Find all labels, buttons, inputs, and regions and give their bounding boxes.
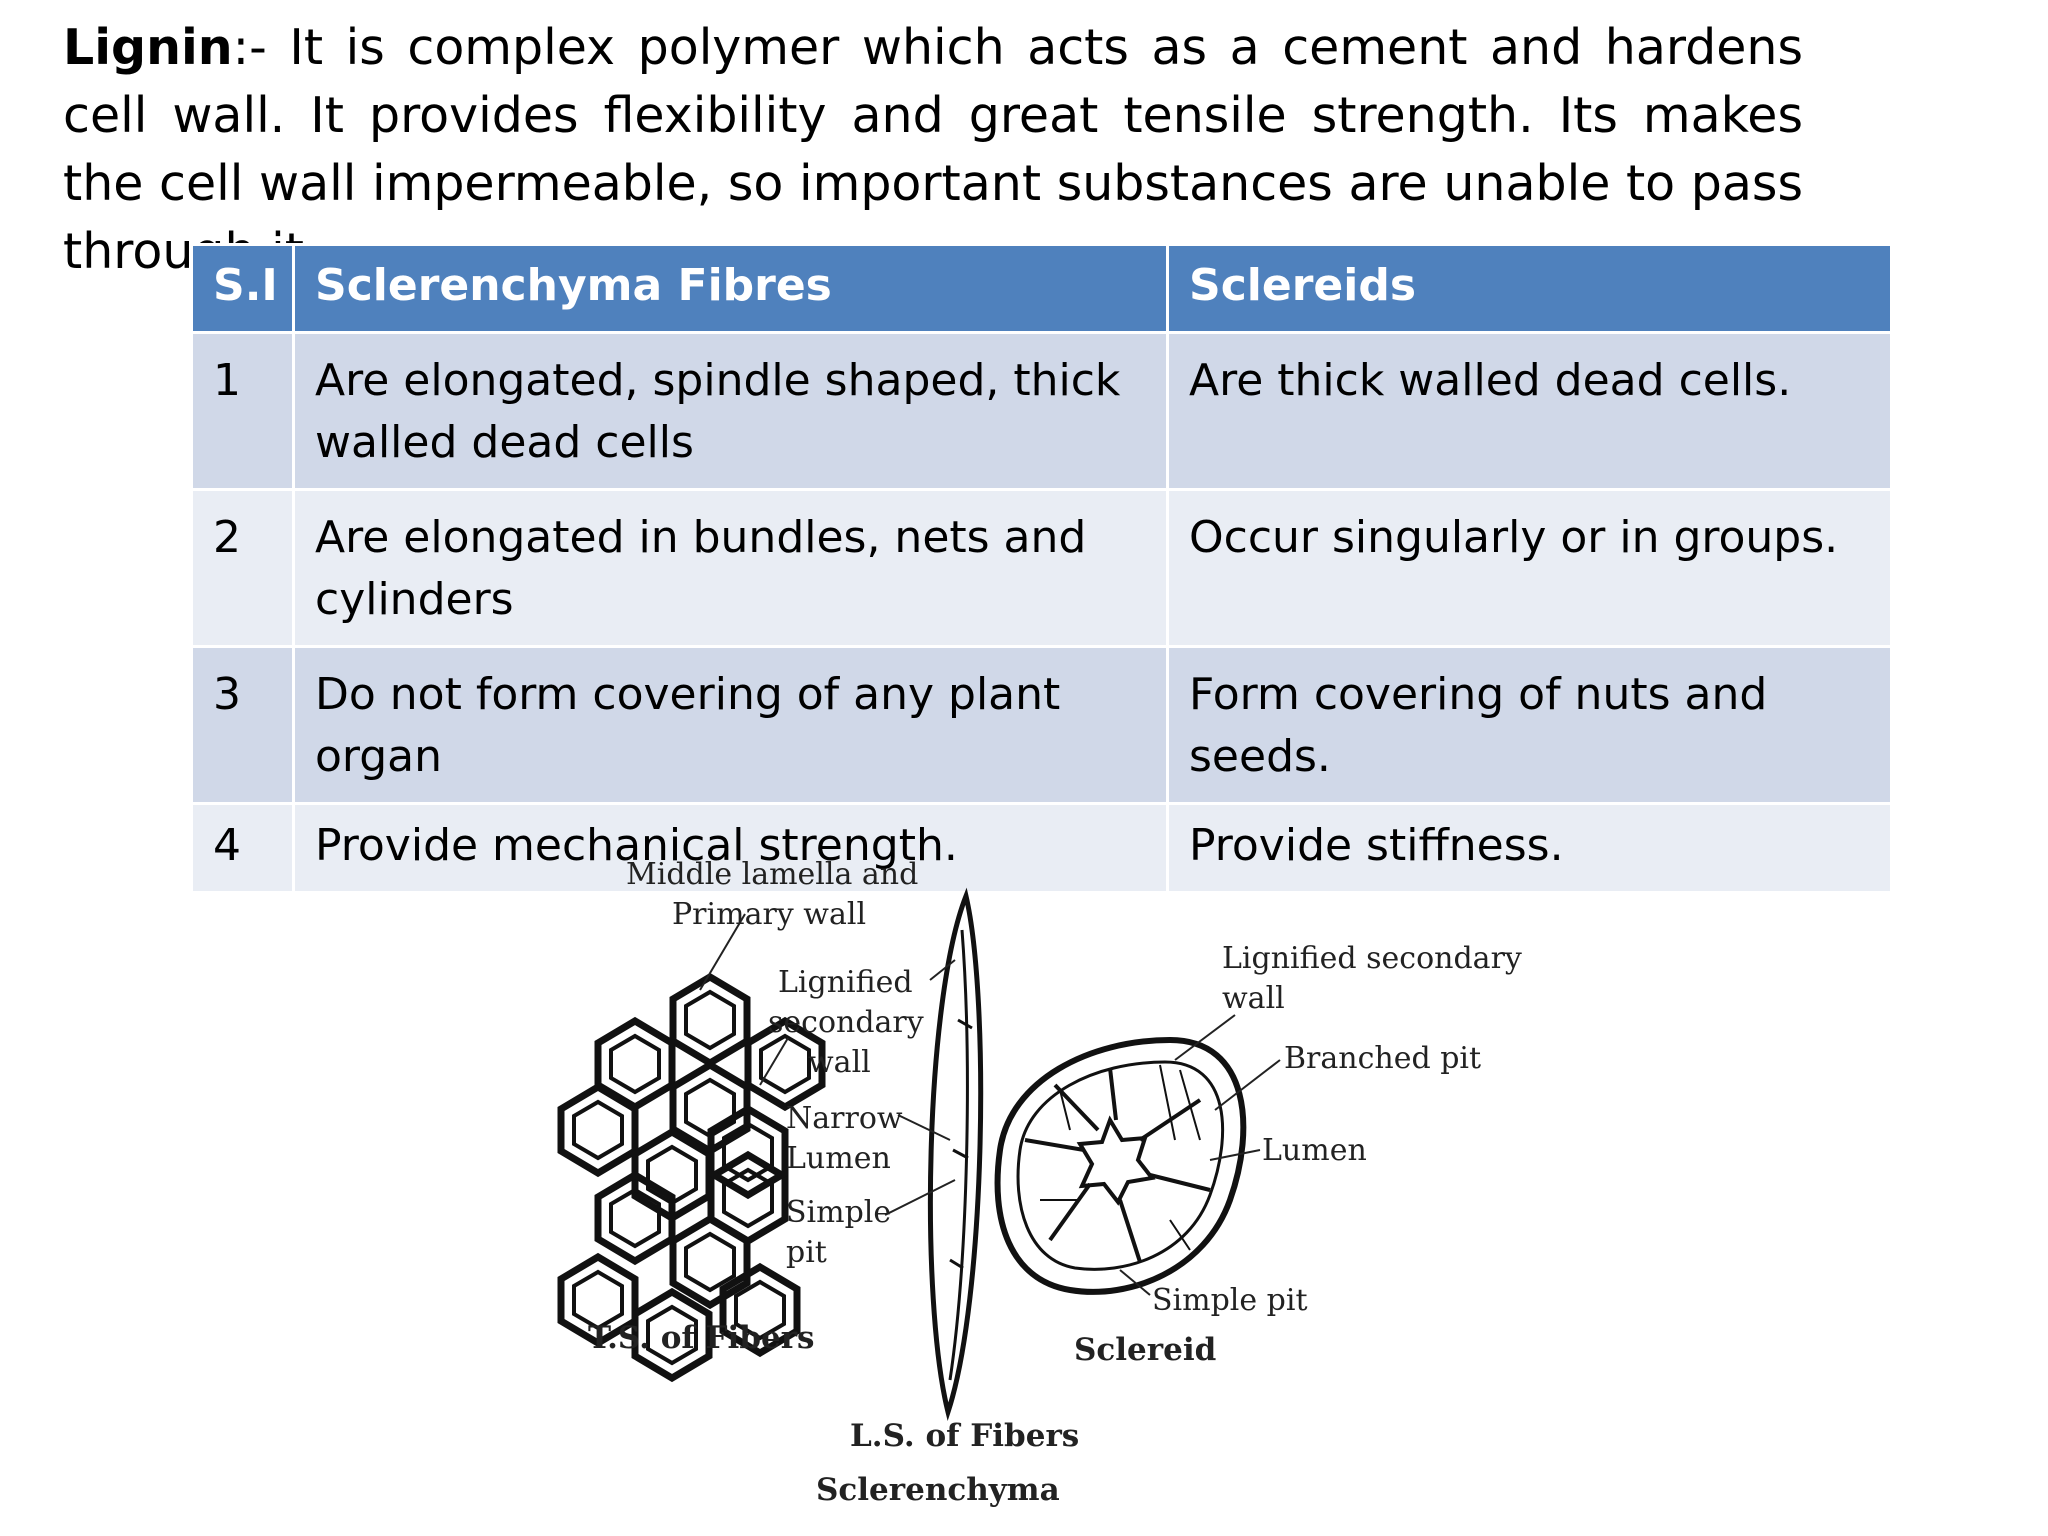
leader-lines bbox=[699, 913, 1281, 1296]
label-ts-fibers: T.S. of Fibers bbox=[588, 1320, 815, 1356]
label-ls-fibers: L.S. of Fibers bbox=[850, 1418, 1079, 1454]
table-row: 2 Are elongated in bundles, nets and cyl… bbox=[190, 488, 1893, 648]
label-narrow: Narrow bbox=[786, 1101, 903, 1136]
fibres-cell: Are elongated, spindle shaped, thick wal… bbox=[292, 331, 1169, 491]
ts-fibers-honeycomb bbox=[561, 977, 822, 1378]
sclereids-cell: Form covering of nuts and seeds. bbox=[1166, 645, 1893, 805]
table-row: 4 Provide mechanical strength. Provide s… bbox=[190, 802, 1893, 894]
table-row: 1 Are elongated, spindle shaped, thick w… bbox=[190, 331, 1893, 491]
table-row: 3 Do not form covering of any plant orga… bbox=[190, 645, 1893, 805]
label-branched-pit: Branched pit bbox=[1284, 1041, 1481, 1076]
sclereids-cell: Occur singularly or in groups. bbox=[1166, 488, 1893, 648]
table-header-row: S.I Sclerenchyma Fibres Sclereids bbox=[190, 243, 1893, 334]
sclereids-cell: Provide stiffness. bbox=[1166, 802, 1893, 894]
label-lignified: Lignified bbox=[778, 965, 913, 1000]
lignin-definition: :- It is complex polymer which acts as a… bbox=[63, 19, 1803, 280]
label-wall: wall bbox=[808, 1045, 871, 1080]
sclereids-cell: Are thick walled dead cells. bbox=[1166, 331, 1893, 491]
label-pit: pit bbox=[786, 1235, 827, 1270]
label-sclereid: Sclereid bbox=[1074, 1332, 1216, 1368]
label-simple-pit: Simple pit bbox=[1152, 1283, 1308, 1318]
ls-fiber-spindle bbox=[927, 887, 984, 1421]
label-primary-wall: Primary wall bbox=[672, 897, 866, 932]
fibres-cell: Are elongated in bundles, nets and cylin… bbox=[292, 488, 1169, 648]
label-lumen: Lumen bbox=[786, 1141, 891, 1176]
lignin-term: Lignin bbox=[63, 19, 233, 76]
header-sclereids: Sclereids bbox=[1166, 243, 1893, 334]
row-number: 4 bbox=[190, 802, 295, 894]
sclereid-cell bbox=[994, 1036, 1247, 1295]
fibres-cell: Do not form covering of any plant organ bbox=[292, 645, 1169, 805]
row-number: 3 bbox=[190, 645, 295, 805]
row-number: 1 bbox=[190, 331, 295, 491]
comparison-table: S.I Sclerenchyma Fibres Sclereids 1 Are … bbox=[190, 243, 1893, 894]
header-fibres: Sclerenchyma Fibres bbox=[292, 243, 1169, 334]
label-secondary: secondary bbox=[768, 1005, 924, 1040]
label-lignified-secondary: Lignified secondary bbox=[1222, 941, 1522, 976]
fibres-cell: Provide mechanical strength. bbox=[292, 802, 1169, 894]
label-sclerenchyma: Sclerenchyma bbox=[816, 1472, 1060, 1508]
label-wall-2: wall bbox=[1222, 981, 1285, 1016]
header-si: S.I bbox=[190, 243, 295, 334]
label-simple: Simple bbox=[786, 1195, 891, 1230]
label-lumen-2: Lumen bbox=[1262, 1133, 1367, 1168]
row-number: 2 bbox=[190, 488, 295, 648]
